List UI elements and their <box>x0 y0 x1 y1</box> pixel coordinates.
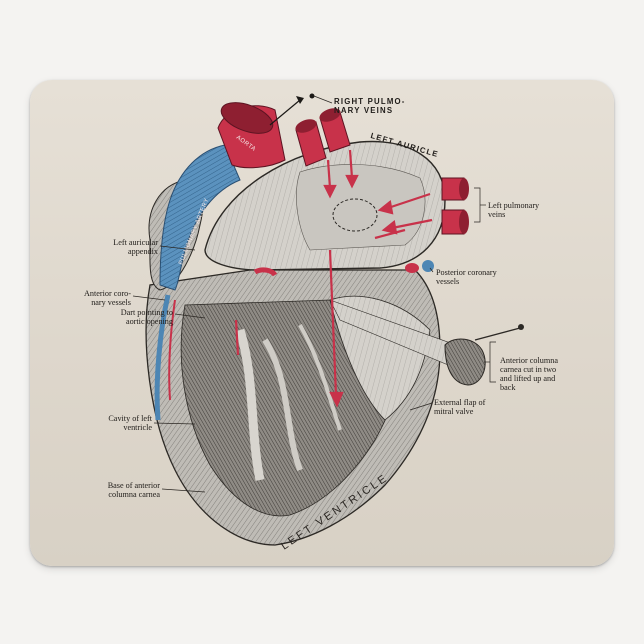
anterior-coronary-vessel <box>154 294 171 421</box>
lifting-pin <box>474 327 521 341</box>
papillary-muscle <box>235 328 265 481</box>
label-anterior-columna-carnea-cut: Anterior columna carnea cut in two and l… <box>500 356 558 392</box>
posterior-coronary-vessel-blue <box>422 260 434 272</box>
label-cavity-left-ventricle: Cavity of left ventricle <box>108 414 152 432</box>
posterior-coronary-artery <box>253 267 278 277</box>
label-left-pulmonary-veins: Left pulmonary veins <box>488 201 540 219</box>
label-right-pulmonary-veins: RIGHT PULMO- NARY VEINS <box>334 97 406 115</box>
posterior-coronary-vessel-red <box>405 263 419 273</box>
leader-lines <box>132 95 496 493</box>
label-base-anterior-columna-carnea: Base of anterior columna carnea <box>107 481 160 499</box>
pulmonary-artery <box>159 144 241 291</box>
blood-flow-arrows <box>234 149 433 408</box>
label-external-flap-mitral-valve: External flap of mitral valve <box>434 398 486 416</box>
dart-arrow <box>269 99 301 126</box>
label-dart-aortic-opening: Dart pointing to aortic opening <box>120 308 173 326</box>
label-left-auricular-appendix: Left auricular appendix <box>113 238 158 256</box>
label-anterior-coronary-vessels: Anterior coro- nary vessels <box>83 289 131 307</box>
mitral-orifice <box>332 198 378 232</box>
label-posterior-coronary-vessels: Posterior coronary vessels <box>436 268 497 286</box>
anterior-columna-carnea <box>444 338 486 386</box>
